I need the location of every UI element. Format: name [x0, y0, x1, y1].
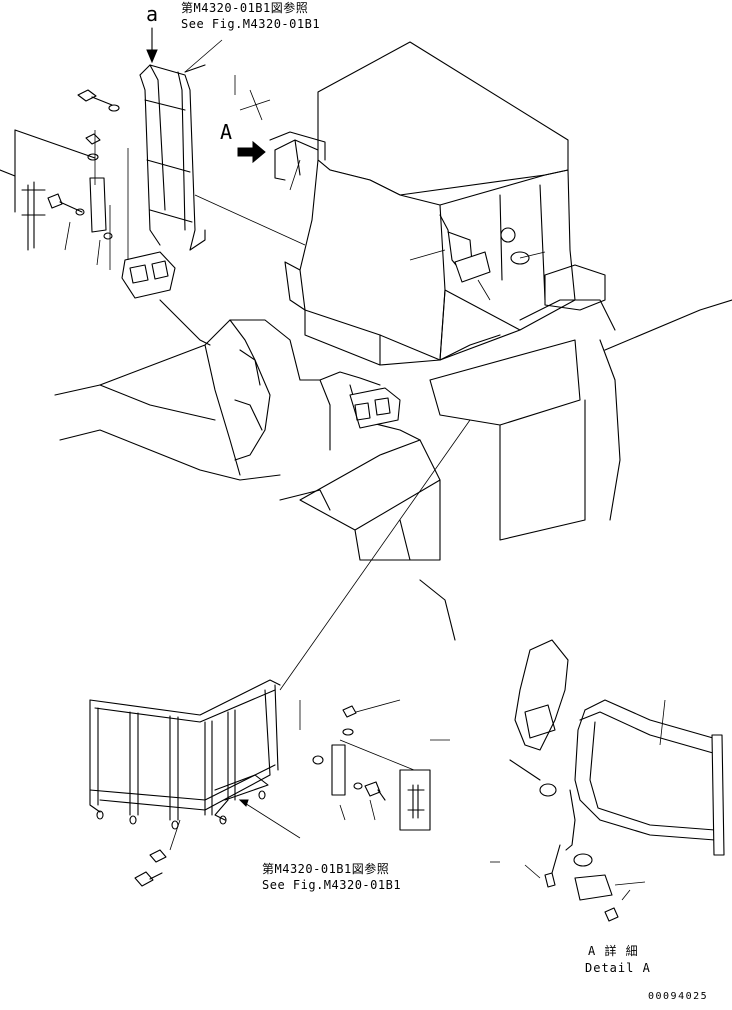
step-block	[121, 251, 211, 346]
bottom-reference-en: See Fig.M4320-01B1	[262, 878, 402, 892]
drawing-code: 00094025	[648, 991, 709, 1002]
operator-cab	[284, 41, 576, 366]
detail-a-label-jp: A 詳 細	[588, 944, 639, 958]
top-reference-jp: 第M4320-01B1図参照	[181, 1, 309, 15]
machine-body	[54, 264, 732, 641]
detail-a-label-en: Detail A	[585, 961, 651, 975]
bottom-reference-jp: 第M4320-01B1図参照	[262, 862, 390, 876]
fastener-parts-bottom	[299, 700, 450, 831]
detail-a-assembly	[490, 639, 725, 922]
vertical-handrail	[139, 64, 206, 251]
fastener-parts-top	[0, 89, 120, 251]
view-arrows	[146, 27, 266, 164]
cab-handrail	[269, 131, 530, 283]
view-a-label: a	[146, 2, 159, 26]
top-reference-en: See Fig.M4320-01B1	[181, 17, 321, 31]
arrow-a-label: A	[220, 120, 233, 144]
platform-railing	[89, 679, 301, 887]
